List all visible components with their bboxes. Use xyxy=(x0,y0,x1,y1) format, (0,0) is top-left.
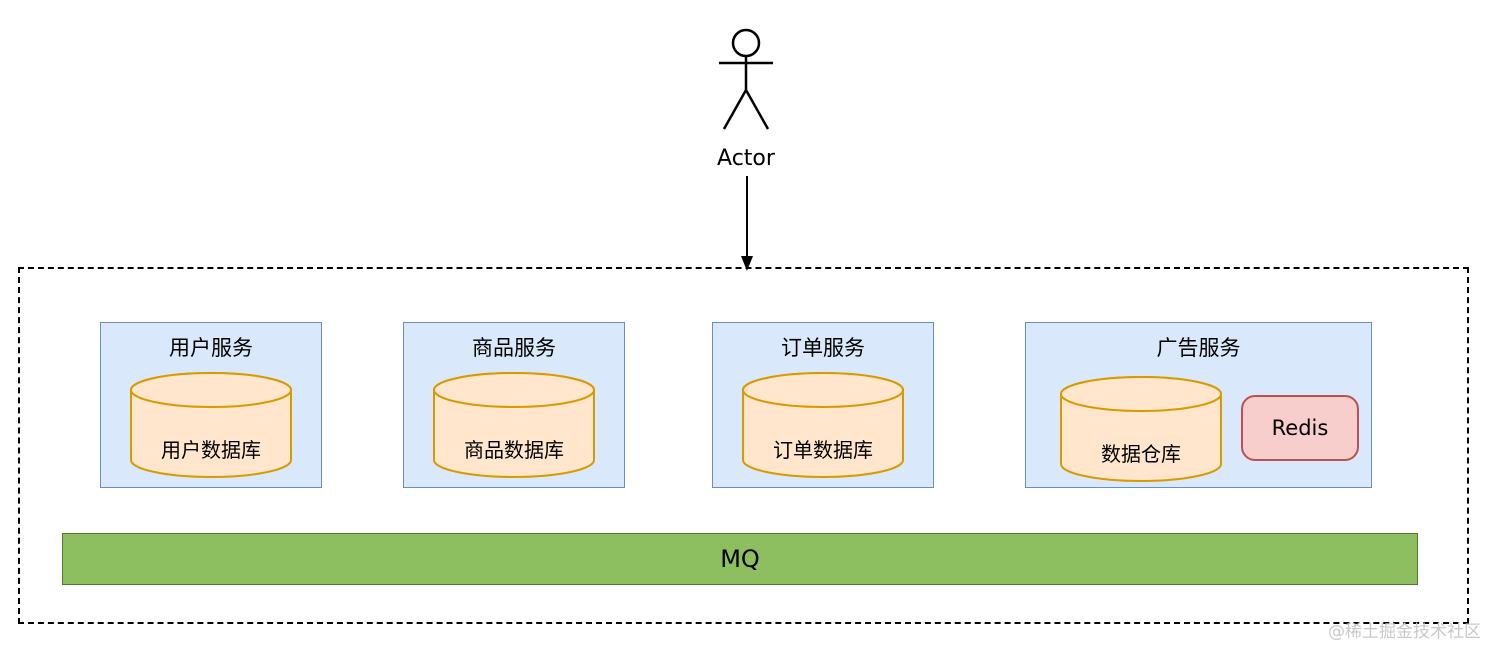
mq-bar: MQ xyxy=(62,533,1418,585)
redis-box: Redis xyxy=(1241,395,1359,461)
database-cylinder-icon xyxy=(742,372,904,478)
service-title: 订单服务 xyxy=(781,336,865,360)
database-cylinder-icon xyxy=(130,372,292,478)
database-cylinder: 用户数据库 xyxy=(129,371,293,479)
database-label: 数据仓库 xyxy=(1101,442,1181,466)
database-label: 订单数据库 xyxy=(773,438,873,462)
database-cylinder: 订单数据库 xyxy=(741,371,905,479)
service-box-order: 订单服务 订单数据库 xyxy=(712,322,934,488)
database-label: 商品数据库 xyxy=(464,438,564,462)
service-box-user: 用户服务 用户数据库 xyxy=(100,322,322,488)
service-box-product: 商品服务 商品数据库 xyxy=(403,322,625,488)
actor-label: Actor xyxy=(717,146,775,171)
arrow-down-icon xyxy=(741,176,753,271)
actor-figure: Actor xyxy=(686,28,806,171)
service-title: 用户服务 xyxy=(169,336,253,360)
redis-label: Redis xyxy=(1271,416,1329,440)
database-cylinder-icon xyxy=(433,372,595,478)
database-cylinder-icon xyxy=(1060,376,1222,482)
database-cylinder: 数据仓库 xyxy=(1059,375,1223,483)
service-title: 商品服务 xyxy=(472,336,556,360)
service-box-ads: 广告服务 数据仓库 Redis xyxy=(1025,322,1372,488)
database-label: 用户数据库 xyxy=(161,438,261,462)
mq-label: MQ xyxy=(720,545,760,573)
actor-icon xyxy=(719,28,773,130)
watermark: @稀土掘金技术社区 xyxy=(1328,622,1481,642)
service-title: 广告服务 xyxy=(1156,336,1241,360)
database-cylinder: 商品数据库 xyxy=(432,371,596,479)
system-boundary xyxy=(18,267,1469,624)
